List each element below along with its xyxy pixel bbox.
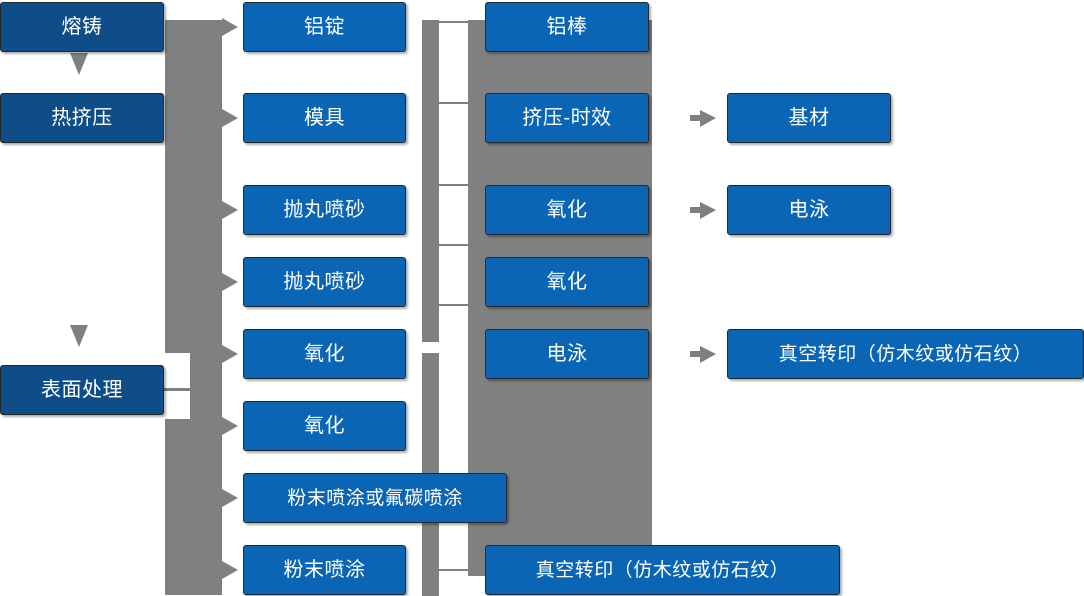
process-box-powder-coating[interactable]: 粉末喷涂 [243, 545, 406, 595]
process-box-electrophoresis[interactable]: 电泳 [485, 329, 649, 379]
process-label-oxidation-d: 氧化 [546, 271, 588, 293]
process-box-extrude-aging[interactable]: 挤压-时效 [485, 93, 649, 143]
process-box-oxidation-d[interactable]: 氧化 [485, 257, 649, 307]
process-label-shotblast-a: 抛丸喷砂 [283, 199, 366, 221]
connector-arrowheads-col1 [222, 18, 238, 579]
process-box-vacuum-transfer-bottom[interactable]: 真空转印（仿木纹或仿石纹） [485, 545, 840, 595]
process-box-mold[interactable]: 模具 [243, 93, 406, 143]
output-box-vacuum-transfer[interactable]: 真空转印（仿木纹或仿石纹） [727, 329, 1084, 379]
stage-label-surface-treatment: 表面处理 [41, 379, 123, 401]
process-label-electrophoresis: 电泳 [546, 343, 588, 365]
process-label-oxidation-b: 氧化 [304, 415, 345, 437]
output-label-substrate: 基材 [788, 107, 830, 129]
stage-box-melting[interactable]: 熔铸 [0, 2, 164, 52]
connector-stage-upper-bulge [165, 20, 222, 377]
output-box-substrate[interactable]: 基材 [727, 93, 891, 143]
stage-box-surface-treatment[interactable]: 表面处理 [0, 365, 164, 415]
process-label-powder-coating: 粉末喷涂 [283, 559, 366, 581]
connector-melting-to-extrusion-arrow [70, 53, 88, 75]
output-box-electrophoresis[interactable]: 电泳 [727, 185, 891, 235]
process-box-powder-or-fluorocarbon[interactable]: 粉末喷涂或氟碳喷涂 [243, 473, 507, 523]
process-box-ingot[interactable]: 铝锭 [243, 2, 406, 52]
process-label-vacuum-transfer-bottom: 真空转印（仿木纹或仿石纹） [535, 559, 790, 581]
stage-box-extrusion[interactable]: 热挤压 [0, 93, 164, 143]
process-box-oxidation-c[interactable]: 氧化 [485, 185, 649, 235]
process-box-oxidation-a[interactable]: 氧化 [243, 329, 406, 379]
process-box-aluminum-bar[interactable]: 铝棒 [485, 2, 649, 52]
output-label-electrophoresis: 电泳 [788, 199, 830, 221]
connector-surface-stub [164, 388, 222, 391]
process-label-shotblast-b: 抛丸喷砂 [283, 271, 366, 293]
connector-surface-feed-arrow [70, 325, 88, 347]
stage-label-extrusion: 热挤压 [51, 107, 113, 129]
connector-surface-cutout [165, 353, 190, 419]
process-box-shotblast-b[interactable]: 抛丸喷砂 [243, 257, 406, 307]
process-label-aluminum-bar: 铝棒 [546, 16, 588, 38]
process-label-ingot: 铝锭 [304, 16, 345, 38]
output-label-vacuum-transfer: 真空转印（仿木纹或仿石纹） [778, 343, 1033, 365]
process-label-oxidation-c: 氧化 [546, 199, 588, 221]
process-label-powder-or-fluorocarbon: 粉末喷涂或氟碳喷涂 [287, 487, 463, 509]
connector-arrowheads-outputs [690, 110, 716, 363]
process-box-oxidation-b[interactable]: 氧化 [243, 401, 406, 451]
stage-label-melting: 熔铸 [61, 16, 103, 38]
connector-bar-left-upper [422, 20, 439, 342]
process-label-extrude-aging: 挤压-时效 [522, 107, 612, 129]
connector-ticks [439, 21, 470, 571]
process-label-oxidation-a: 氧化 [304, 343, 345, 365]
process-label-mold: 模具 [304, 107, 345, 129]
process-box-shotblast-a[interactable]: 抛丸喷砂 [243, 185, 406, 235]
